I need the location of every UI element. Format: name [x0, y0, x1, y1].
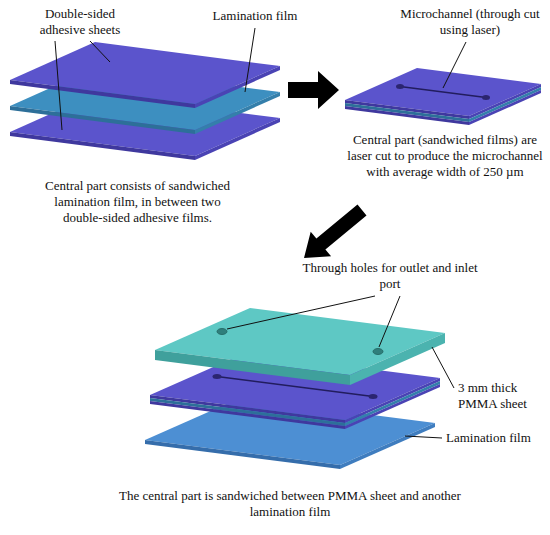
- channel-port: [369, 394, 378, 399]
- step-caption: Central part (sandwiched films) are lase…: [345, 132, 545, 180]
- sheet-side: [469, 90, 541, 125]
- part-label: Double-sided adhesive sheets: [25, 6, 135, 38]
- sheet-side: [345, 106, 469, 125]
- sheet-side: [10, 106, 195, 134]
- leader-line: [432, 347, 454, 388]
- adhesive-sheet: [10, 42, 280, 108]
- step-caption: Central part consists of sandwiched lami…: [35, 178, 240, 226]
- sheet-side: [340, 423, 435, 469]
- through-hole: [373, 349, 383, 355]
- leader-line: [405, 436, 442, 438]
- sheet-side: [145, 440, 340, 469]
- sheet-side: [195, 66, 280, 108]
- channel-port: [213, 374, 222, 379]
- sheet-side: [155, 350, 350, 385]
- through-hole: [217, 329, 227, 335]
- central-part: [345, 68, 541, 125]
- part-label: Lamination film: [205, 8, 305, 24]
- sheet-side: [150, 398, 345, 426]
- sheet-side: [345, 378, 440, 423]
- leader-line: [90, 41, 110, 62]
- microchannel: [400, 86, 486, 97]
- sheet-side: [345, 384, 440, 429]
- sheet-side: [10, 80, 195, 108]
- sheet-side: [350, 333, 445, 385]
- channel-port: [482, 95, 490, 100]
- leader-line: [443, 42, 466, 88]
- sheet-side: [150, 401, 345, 429]
- channel-port: [396, 84, 404, 89]
- sheet-side: [345, 381, 440, 426]
- part-label: Microchannel (through cut using laser): [395, 6, 545, 38]
- sheet-side: [469, 87, 541, 122]
- leader-line: [245, 28, 255, 92]
- sheet-top: [10, 42, 280, 104]
- step-arrow: [304, 205, 367, 258]
- leader-line: [379, 296, 400, 347]
- sheet-side: [10, 132, 195, 160]
- part-label: Through holes for outlet and inlet port: [300, 260, 480, 292]
- part-label: Lamination film: [446, 430, 546, 446]
- leader-line: [55, 41, 62, 130]
- step-arrow: [288, 71, 339, 109]
- sheet-side: [345, 103, 469, 122]
- step-caption: The central part is sandwiched between P…: [110, 488, 470, 520]
- pmma-sheet: [155, 308, 445, 385]
- part-label: 3 mm thick PMMA sheet: [458, 380, 546, 412]
- sheet-side: [150, 395, 345, 423]
- sheet-side: [469, 84, 541, 119]
- leader-line: [227, 296, 375, 329]
